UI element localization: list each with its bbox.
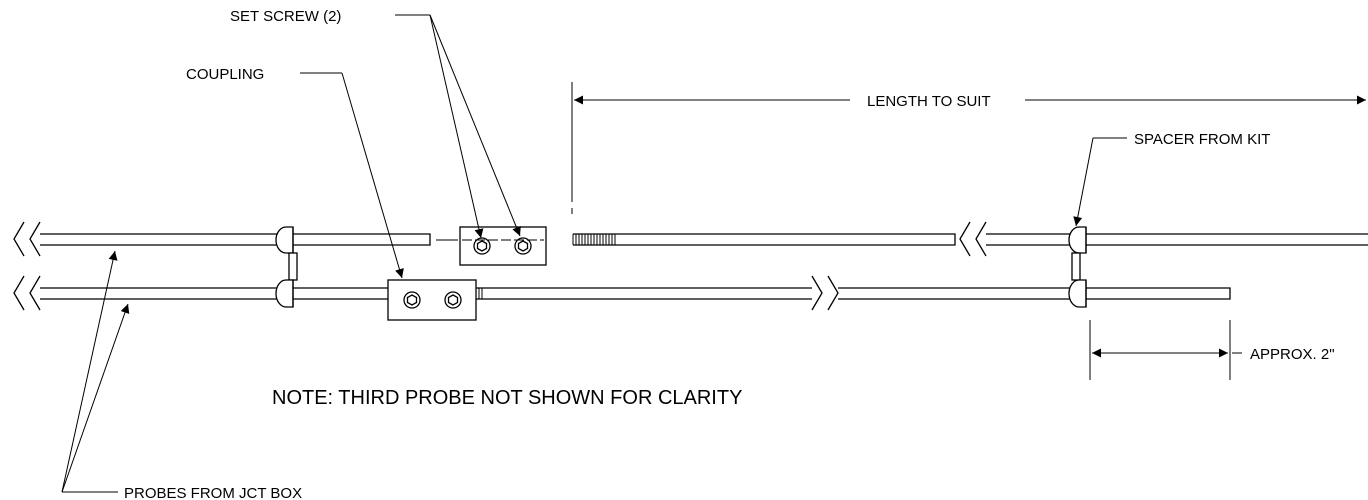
set-screw-coupler	[459, 226, 547, 266]
spacer-leader	[1073, 137, 1127, 227]
probes-leaders	[61, 250, 130, 493]
set-screw-leaders	[395, 14, 521, 239]
approx-label: APPROX. 2"	[1250, 346, 1335, 363]
coupling-leader	[300, 72, 404, 279]
upper-rod-right	[986, 233, 1368, 246]
set-screw-label: SET SCREW (2)	[230, 8, 341, 25]
length-to-suit-dimension	[571, 82, 1366, 215]
lower-rod-right	[838, 287, 1231, 300]
length-to-suit-label: LENGTH TO SUIT	[867, 93, 991, 110]
break-mark-lower-left-b	[29, 275, 41, 311]
break-mark-upper-left-a	[13, 221, 25, 257]
spacer-left	[275, 226, 298, 308]
break-mark-upper-left-b	[29, 221, 41, 257]
coupling-block	[387, 279, 477, 321]
upper-rod-middle	[573, 233, 956, 246]
upper-rod-left	[40, 233, 431, 246]
coupling-label: COUPLING	[186, 66, 264, 83]
lower-rod-left	[40, 287, 388, 300]
break-mark-upper-mid-a	[959, 221, 971, 257]
lower-rod-middle	[476, 287, 812, 300]
break-mark-upper-mid-b	[975, 221, 987, 257]
note-text: NOTE: THIRD PROBE NOT SHOWN FOR CLARITY	[272, 387, 742, 409]
set-screw-right-icon	[514, 237, 532, 255]
coupling-screw-left-icon	[403, 291, 421, 309]
lower-probe	[13, 275, 1231, 321]
upper-probe	[13, 221, 1368, 257]
coupling-screw-right-icon	[444, 291, 462, 309]
break-mark-lower-mid-a	[811, 275, 823, 311]
threaded-end	[572, 234, 616, 245]
approx-dimension	[1089, 320, 1242, 380]
spacer-right	[1068, 226, 1087, 308]
break-mark-lower-mid-b	[827, 275, 839, 311]
probes-label: PROBES FROM JCT BOX	[124, 485, 302, 500]
break-mark-lower-left-a	[13, 275, 25, 311]
spacer-label: SPACER FROM KIT	[1134, 131, 1270, 148]
set-screw-left-icon	[473, 237, 491, 255]
